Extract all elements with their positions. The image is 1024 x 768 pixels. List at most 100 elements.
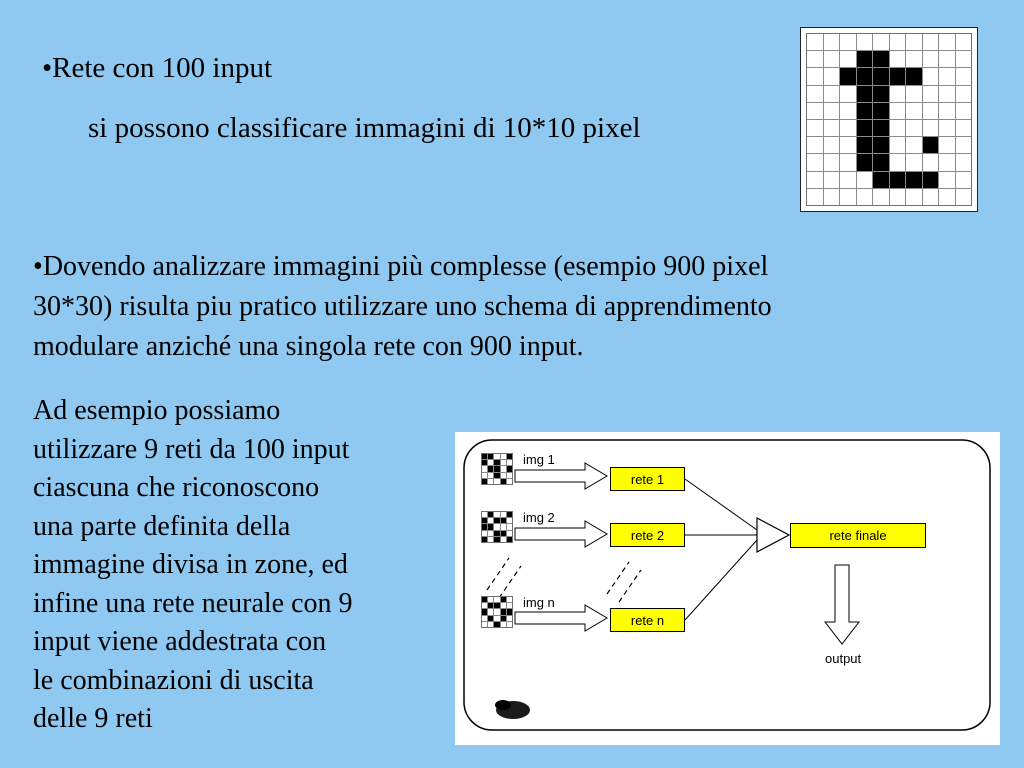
pixel-cell <box>939 34 955 51</box>
pixel-cell <box>494 518 500 524</box>
pixel-cell <box>506 609 512 615</box>
pixel-cell <box>856 85 872 102</box>
pixel-cell <box>873 51 889 68</box>
pixel-cell <box>922 171 938 188</box>
pixel-cell <box>889 68 905 85</box>
pixel-cell <box>955 102 971 119</box>
pixel-cell <box>823 102 839 119</box>
pixel-cell <box>922 102 938 119</box>
pixel-cell <box>494 478 500 484</box>
bullet-line-1: •Rete con 100 input <box>42 52 272 85</box>
pixel-cell <box>823 188 839 205</box>
pixel-cell <box>840 154 856 171</box>
pixel-cell <box>488 478 494 484</box>
pixel-cell <box>482 603 488 609</box>
pixel-cell <box>939 171 955 188</box>
pixel-cell <box>889 120 905 137</box>
pixel-cell <box>955 154 971 171</box>
pixel-cell <box>939 85 955 102</box>
pixel-cell <box>494 466 500 472</box>
pixel-cell <box>506 478 512 484</box>
pixel-cell <box>500 609 506 615</box>
net-box-1: rete 1 <box>610 467 685 491</box>
pixel-cell <box>494 512 500 518</box>
pixel-cell <box>500 466 506 472</box>
ellipsis-hatch-mid-2 <box>618 569 642 603</box>
pixel-cell <box>906 120 922 137</box>
pixel-cell <box>807 171 823 188</box>
pixel-cell <box>494 621 500 627</box>
sub-line-classify: si possono classificare immagini di 10*1… <box>88 112 641 144</box>
para3-line-9: delle 9 reti <box>33 703 153 734</box>
final-net-box: rete finale <box>790 523 926 548</box>
pixel-cell <box>889 171 905 188</box>
pixel-cell <box>494 615 500 621</box>
bullet-marker-2: • <box>33 251 43 282</box>
img-thumbnail-n-grid <box>481 596 513 628</box>
pixel-cell <box>506 460 512 466</box>
pixel-cell <box>906 34 922 51</box>
block-arrow-2-icon <box>514 520 608 548</box>
pixel-cell <box>494 472 500 478</box>
pixel-cell <box>506 472 512 478</box>
pixel-cell <box>889 34 905 51</box>
pixel-cell <box>506 454 512 460</box>
pixel-cell <box>873 137 889 154</box>
pixel-cell <box>840 137 856 154</box>
pixel-cell <box>856 137 872 154</box>
pixel-cell <box>506 536 512 542</box>
pixel-cell <box>955 188 971 205</box>
pixel-cell <box>807 51 823 68</box>
pixel-cell <box>922 154 938 171</box>
pixel-cell <box>823 171 839 188</box>
pixel-cell <box>823 137 839 154</box>
pixel-cell <box>955 171 971 188</box>
pixel-cell <box>856 51 872 68</box>
pixel-cell <box>488 597 494 603</box>
pixel-cell <box>840 171 856 188</box>
modular-network-diagram: img 1 img 2 img n rete 1 rete 2 rete n r… <box>455 432 1000 745</box>
pixel-cell <box>488 621 494 627</box>
pixel-cell <box>906 68 922 85</box>
pixel-cell <box>488 466 494 472</box>
pixel-cell <box>873 120 889 137</box>
pixel-cell <box>955 68 971 85</box>
pixel-cell <box>506 597 512 603</box>
pixel-cell <box>500 615 506 621</box>
pixel-cell <box>873 34 889 51</box>
pixel-cell <box>873 85 889 102</box>
letter-grid-image <box>800 27 978 212</box>
pixel-cell <box>482 454 488 460</box>
pixel-cell <box>840 51 856 68</box>
pixel-cell <box>506 603 512 609</box>
para3-line-4: una parte definita della <box>33 510 291 542</box>
net-box-2: rete 2 <box>610 523 685 547</box>
pixel-cell <box>823 34 839 51</box>
pixel-cell <box>482 466 488 472</box>
paragraph-example-9-nets: Ad esempio possiamo utilizzare 9 reti da… <box>33 392 468 739</box>
pixel-cell <box>955 85 971 102</box>
pixel-cell <box>939 188 955 205</box>
img-thumbnail-2-grid <box>481 511 513 543</box>
pixel-cell <box>906 154 922 171</box>
pixel-cell <box>889 51 905 68</box>
pixel-cell <box>856 154 872 171</box>
merge-triangle-icon <box>756 517 791 553</box>
pixel-cell <box>939 137 955 154</box>
output-label: output <box>825 651 862 666</box>
pixel-cell <box>488 536 494 542</box>
pixel-cell <box>494 524 500 530</box>
img-thumbnail-1 <box>481 453 513 485</box>
pixel-cell <box>873 102 889 119</box>
img-thumbnail-2 <box>481 511 513 543</box>
pixel-cell <box>482 512 488 518</box>
img-label-n: img n <box>523 595 555 610</box>
pixel-cell <box>500 460 506 466</box>
pixel-cell <box>922 68 938 85</box>
pixel-cell <box>482 530 488 536</box>
pixel-cell <box>823 120 839 137</box>
pixel-cell <box>873 154 889 171</box>
pixel-cell <box>500 603 506 609</box>
pixel-cell <box>906 51 922 68</box>
pixel-cell <box>939 68 955 85</box>
